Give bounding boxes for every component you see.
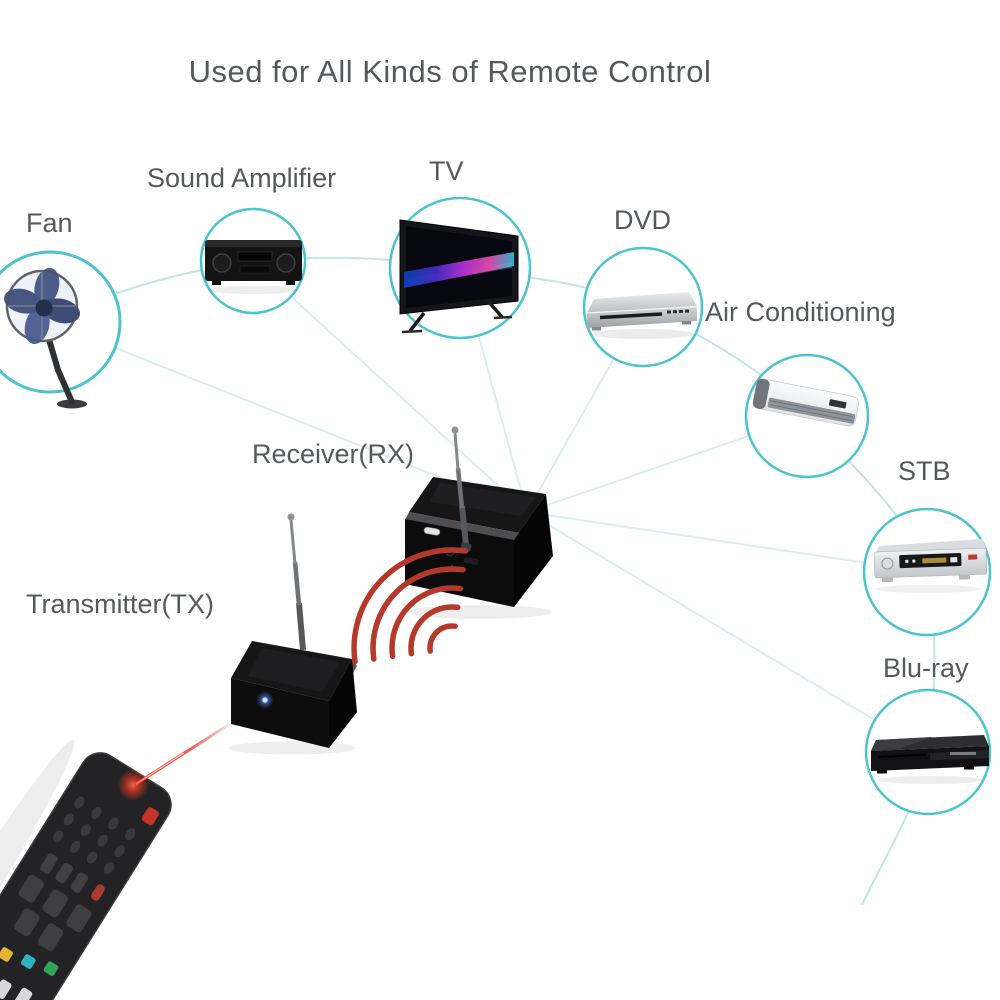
transmitter-label: Transmitter(TX) — [26, 589, 214, 619]
ac-label: Air Conditioning — [705, 297, 896, 327]
tv-label: TV — [429, 156, 464, 186]
rf-arc — [427, 623, 458, 654]
remote-power-button — [141, 807, 160, 826]
amplifier-image — [205, 240, 302, 294]
remote-image — [0, 739, 172, 1000]
remote-keypad — [53, 796, 136, 875]
receiver-image — [405, 426, 553, 619]
ac-image — [752, 378, 859, 427]
fan-image — [3, 267, 87, 409]
transmitter-image — [228, 513, 357, 755]
stb-label: STB — [898, 456, 951, 486]
bluray-label: Blu-ray — [883, 653, 969, 683]
remote-light-buttons — [0, 979, 33, 1000]
diagram-title: Used for All Kinds of Remote Control — [188, 54, 712, 89]
remote-colored-buttons — [0, 947, 59, 976]
usb-port — [423, 526, 441, 536]
rf-arc — [389, 585, 464, 660]
ir-beam — [117, 718, 237, 801]
fan-label: Fan — [26, 208, 73, 238]
amplifier-label: Sound Amplifier — [147, 163, 337, 193]
stb-image — [873, 539, 988, 593]
tv-image — [399, 219, 519, 334]
receiver-label: Receiver(RX) — [252, 439, 415, 469]
rf-arc — [370, 566, 466, 662]
rf-arc — [351, 547, 469, 665]
ir-window — [463, 556, 479, 566]
rf-arc — [408, 604, 461, 657]
signal-spoke-lines — [49, 261, 929, 753]
ir-glow — [117, 769, 149, 801]
rf-signal-arcs — [351, 547, 469, 665]
dvd-label: DVD — [614, 205, 672, 235]
spoke-to-amplifier — [252, 261, 528, 513]
led-indicator — [256, 691, 274, 709]
spoke-to-stb — [526, 511, 928, 573]
spoke-to-bluray — [526, 511, 929, 753]
bluray-image — [871, 735, 989, 784]
transmitter-antenna — [287, 513, 306, 651]
dvd-image — [586, 292, 698, 339]
remote-nav-buttons — [14, 874, 92, 952]
